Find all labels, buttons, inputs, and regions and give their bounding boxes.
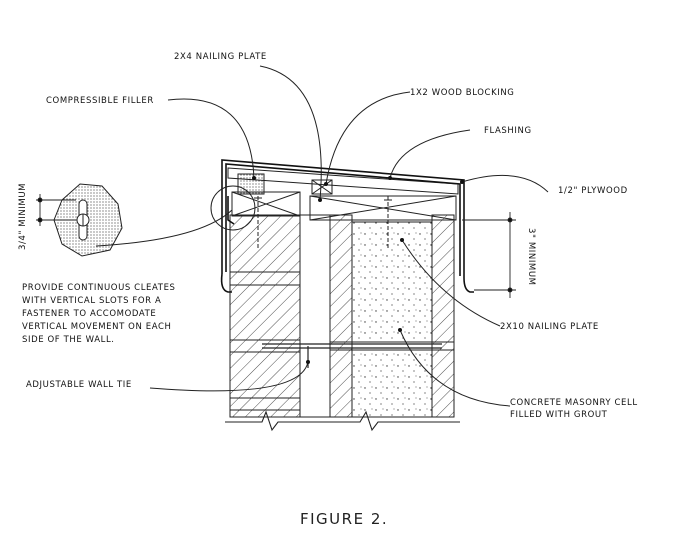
cleat-detail-enlarged [53, 183, 123, 257]
adjustable-wall-tie [262, 343, 442, 368]
label-2x10-nailing-plate: 2X10 NAILING PLATE [500, 322, 599, 332]
label-three-quarter-minimum: 3/4" MINIMUM [18, 182, 28, 250]
compressible-filler-block [237, 173, 265, 195]
cmu-face-shell-right [431, 214, 455, 418]
label-1x2-wood-blocking: 1X2 WOOD BLOCKING [410, 88, 515, 98]
leader-wall-tie [149, 361, 309, 392]
leader-wood-blocking [325, 91, 411, 185]
leader-flashing [389, 129, 471, 179]
brick-wythe [229, 214, 301, 418]
cavity [299, 214, 331, 418]
label-cmu-line1: CONCRETE MASONRY CELL [510, 398, 638, 408]
dimension-three-inch [462, 212, 516, 298]
nailing-plate-2x4 [231, 191, 301, 217]
detail-callout-circle [210, 185, 256, 231]
leader-2x10 [401, 239, 501, 327]
cleat-note: PROVIDE CONTINUOUS CLEATES WITH VERTICAL… [22, 283, 176, 345]
leader-cmu [399, 329, 511, 407]
metal-flashing [220, 159, 474, 293]
masonry-wall [225, 214, 460, 432]
leader-plywood [461, 174, 549, 193]
label-flashing: FLASHING [484, 126, 532, 136]
figure-caption: FIGURE 2. [300, 510, 389, 528]
plywood-sheathing [227, 167, 459, 195]
leader-2x4-nailing-plate [259, 65, 322, 201]
label-adjustable-wall-tie: ADJUSTABLE WALL TIE [26, 380, 132, 390]
leader-lines [95, 65, 549, 407]
label-2x4-nailing-plate: 2X4 NAILING PLATE [174, 52, 267, 62]
cmu-face-shell-left [329, 214, 353, 418]
label-three-inch-minimum: 3" MINIMUM [526, 228, 536, 286]
grout-cell-lower [351, 349, 433, 418]
leader-compressible-filler [167, 98, 255, 179]
label-plywood: 1/2" PLYWOOD [558, 186, 628, 196]
leader-detail-callout [95, 209, 233, 247]
label-compressible-filler: COMPRESSIBLE FILLER [46, 96, 154, 106]
leader-dots [252, 176, 464, 364]
nailing-plate-2x10 [309, 195, 457, 221]
grout-cell [351, 221, 433, 343]
wood-blocking-1x2 [311, 179, 333, 195]
dimension-three-quarter [36, 194, 76, 226]
label-cmu-line2: FILLED WITH GROUT [510, 410, 608, 420]
coping-assembly [227, 167, 459, 250]
